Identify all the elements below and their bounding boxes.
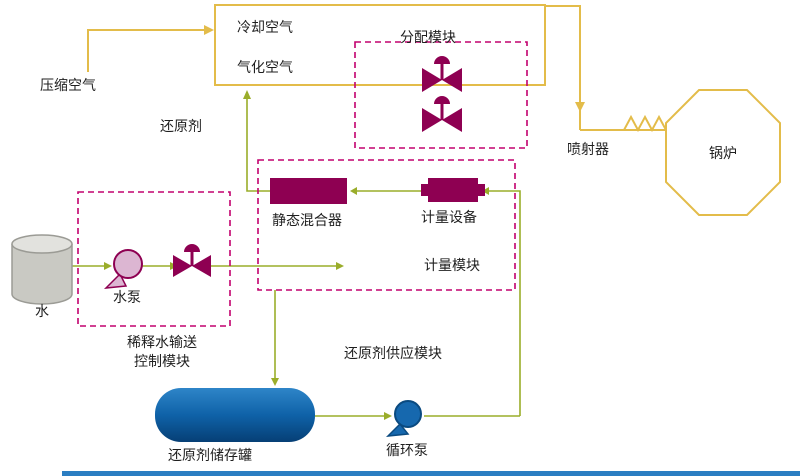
circulation-pump-icon <box>385 400 422 437</box>
air-arrowheads <box>204 25 585 112</box>
distribution-valve-bottom-icon <box>422 96 462 132</box>
water-label: 水 <box>35 303 49 319</box>
distribution-valve-top-icon <box>422 56 462 92</box>
arrow-right-icon <box>384 412 392 420</box>
reducing-agent-riser-line <box>246 92 270 192</box>
metering-module-box <box>257 159 516 291</box>
compressed-air-label: 压缩空气 <box>40 77 96 93</box>
water-pump-label: 水泵 <box>113 289 141 305</box>
air-to-injector-line <box>545 5 581 130</box>
dilution-module-label-line2: 控制模块 <box>134 353 190 369</box>
injector-label: 喷射器 <box>567 141 609 157</box>
air-lines <box>87 4 668 133</box>
dilution-module-label-line1: 稀释水输送 <box>127 334 197 350</box>
distribution-module-box <box>354 41 528 149</box>
supply-module-label: 还原剂供应模块 <box>344 345 442 361</box>
footer-accent-bar <box>62 471 800 476</box>
water-tank <box>11 234 73 305</box>
arrow-left-icon <box>350 187 357 195</box>
storage-tank-shape <box>155 388 315 442</box>
arrow-left-icon <box>482 187 489 195</box>
gasification-air-label: 气化空气 <box>237 59 293 75</box>
injector-nozzles-icon <box>623 114 667 133</box>
metering-device-shape <box>421 178 485 202</box>
arrow-right-icon <box>336 262 344 270</box>
dilution-module-box <box>77 191 231 327</box>
distribution-module-label: 分配模块 <box>400 29 456 45</box>
arrow-down-icon <box>271 378 279 386</box>
air-header-box <box>214 4 546 86</box>
arrow-right-icon <box>204 25 214 35</box>
arrow-right-icon <box>104 262 112 270</box>
storage-tank-label: 还原剂储存罐 <box>168 447 252 463</box>
liquid-arrowheads <box>104 90 489 420</box>
circulation-pump-label: 循环泵 <box>386 442 428 458</box>
dilution-valve-icon <box>173 244 211 277</box>
boiler-label: 锅炉 <box>709 144 737 161</box>
metering-module-label: 计量模块 <box>424 257 480 273</box>
arrow-down-icon <box>575 102 585 112</box>
module-boundaries <box>77 41 528 327</box>
static-mixer-shape <box>270 178 347 204</box>
compressed-air-line <box>87 29 205 72</box>
supply-riser-line <box>489 190 521 416</box>
cooling-air-label: 冷却空气 <box>237 19 293 35</box>
static-mixer-label: 静态混合器 <box>272 212 342 228</box>
boiler-shape <box>665 89 781 216</box>
water-pump-icon <box>103 249 143 289</box>
metering-device-label: 计量设备 <box>421 209 477 225</box>
reducing-agent-label: 还原剂 <box>160 118 202 134</box>
arrow-up-icon <box>243 90 251 99</box>
